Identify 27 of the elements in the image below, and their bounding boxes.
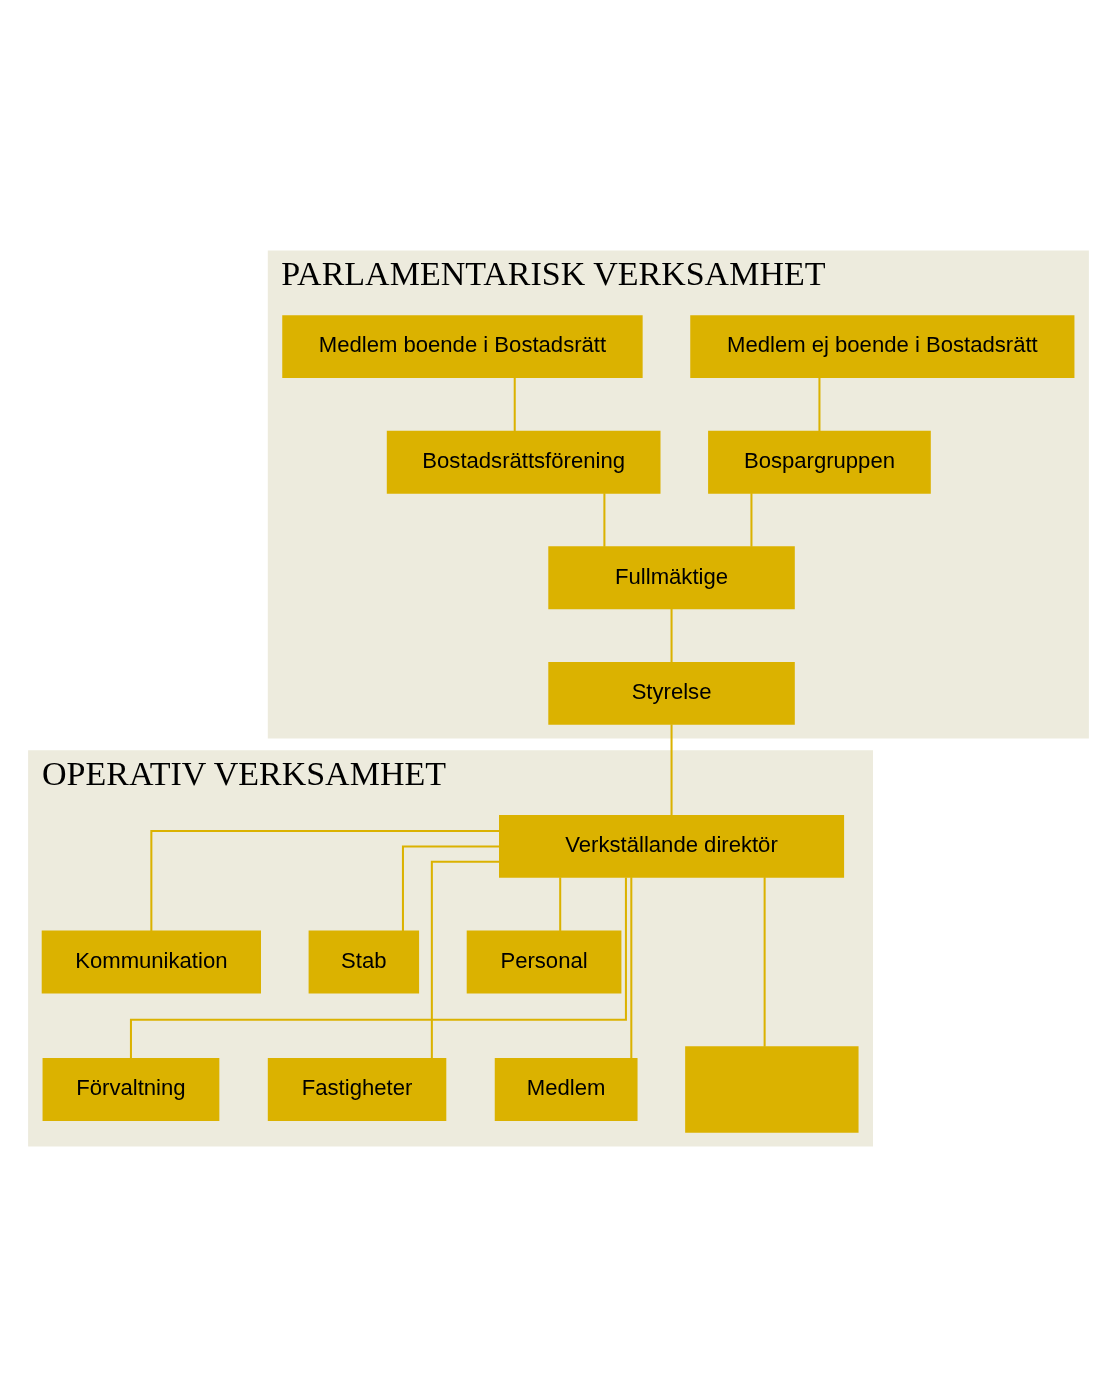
connector bbox=[670, 723, 673, 815]
node-box: Bospargruppen bbox=[708, 430, 931, 494]
connector bbox=[559, 876, 562, 931]
node-box: Förvaltning bbox=[42, 1057, 220, 1121]
connector bbox=[630, 876, 633, 1058]
node-box: Medlem bbox=[494, 1057, 638, 1121]
connector bbox=[401, 844, 500, 931]
node-box: Verkställande direktör bbox=[499, 814, 845, 878]
node-box: Medlem ej boende i Bostadsrätt bbox=[690, 314, 1075, 378]
node-box: Fastigheter bbox=[267, 1057, 447, 1121]
connector bbox=[763, 876, 766, 1047]
node-box: Bostadsrättsförening bbox=[386, 430, 661, 494]
connector bbox=[818, 377, 821, 431]
node-box bbox=[685, 1045, 859, 1133]
node-box: Personal bbox=[466, 930, 622, 993]
connector bbox=[670, 608, 673, 662]
connector bbox=[430, 860, 500, 1059]
connector bbox=[129, 876, 627, 1059]
node-box: Fullmäktige bbox=[548, 545, 795, 609]
node-box: Stab bbox=[308, 930, 420, 993]
node-box: Kommunikation bbox=[41, 930, 261, 993]
connector bbox=[603, 492, 606, 547]
node-box: Medlem boende i Bostadsrätt bbox=[282, 314, 643, 378]
node-box: Styrelse bbox=[548, 661, 795, 725]
connector bbox=[750, 492, 753, 547]
connector bbox=[150, 829, 500, 931]
connector bbox=[513, 377, 516, 431]
